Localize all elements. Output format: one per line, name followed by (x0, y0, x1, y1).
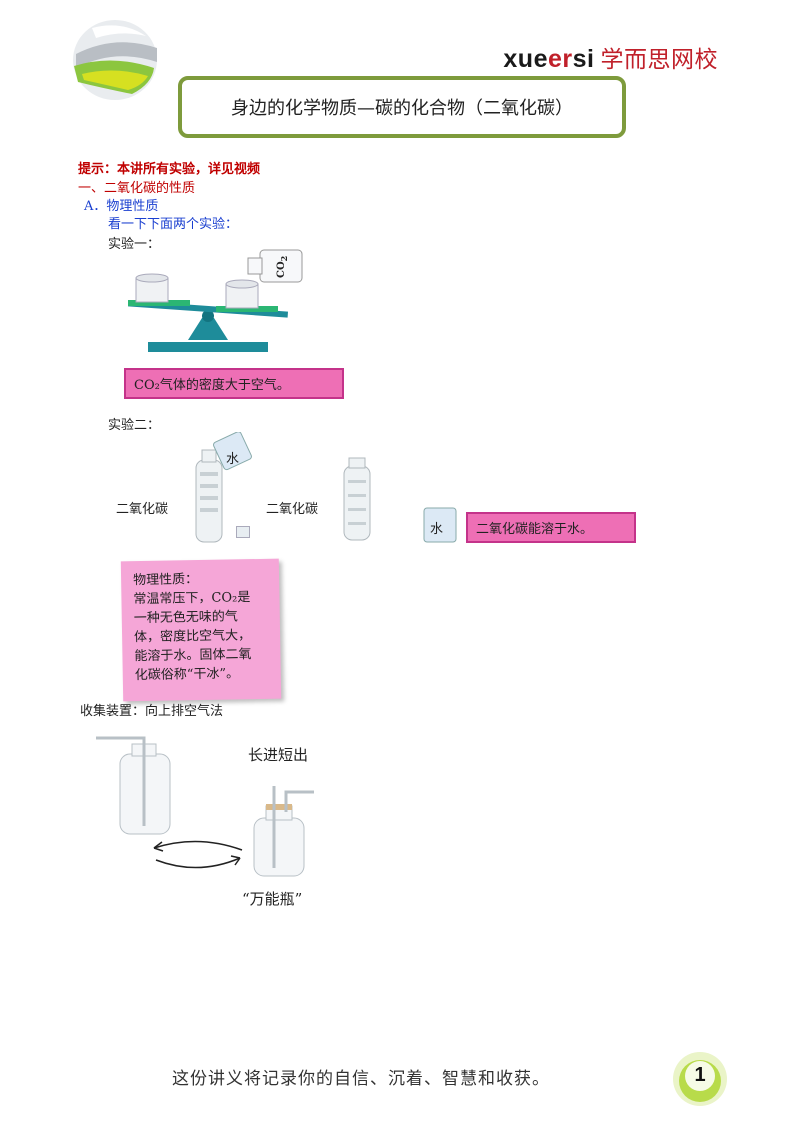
note-line: 化碳俗称“干冰”。 (134, 666, 240, 684)
note-line: 常温常压下，CO₂是 (133, 590, 251, 608)
water-beaker-illustration (423, 507, 457, 543)
physical-properties-note: 物理性质： 常温常压下，CO₂是 一种无色无味的气 体，密度比空气大， 能溶于水… (120, 558, 282, 702)
crushed-bottle-illustration (343, 457, 371, 541)
pouring-cup-label: 水 (226, 452, 240, 467)
gas-collection-bottle-illustration (96, 736, 171, 835)
brand-text-post: si (572, 45, 595, 73)
long-in-short-out-label: 长进短出 (248, 746, 309, 764)
balance-scale-illustration (127, 273, 289, 352)
note-line: 能溶于水。固体二氧 (134, 647, 252, 665)
section-heading-properties: 一、二氧化碳的性质 (78, 181, 196, 196)
collection-method-label: 收集装置：向上排空气法 (80, 704, 224, 719)
experiment-1-label: 实验一： (108, 237, 161, 252)
experiment-2-conclusion: 二氧化碳能溶于水。 (466, 512, 636, 543)
gas-label-right: 二氧化碳 (266, 502, 319, 517)
brand-text-pre: xue (503, 45, 548, 73)
co2-bottle-illustration (247, 249, 303, 283)
co2-bottle-label: CO2 (276, 255, 300, 278)
swap-arrows-icon (153, 840, 243, 869)
brand-text-accent: er (548, 45, 573, 73)
experiment-1-conclusion: CO₂气体的密度大于空气。 (124, 368, 344, 399)
co2-bottle-label-text: CO (276, 261, 287, 278)
note-line: 一种无色无味的气 (133, 609, 238, 627)
school-logo (73, 20, 157, 100)
universal-bottle-label: “万能瓶” (242, 890, 303, 908)
note-heading: 物理性质： (132, 572, 199, 589)
page-number: 1 (694, 1064, 706, 1086)
intro-text: 看一下下面两个实验： (108, 217, 239, 232)
brand-chinese-name: 学而思网校 (600, 46, 718, 72)
bottle-cap-piece (236, 526, 250, 538)
subsection-heading-physical: A．物理性质 (84, 199, 159, 214)
page-number-badge (673, 1052, 727, 1106)
water-beaker-label: 水 (430, 522, 444, 537)
bottle-pouring-water-illustration (195, 432, 252, 543)
gas-label-left: 二氧化碳 (116, 502, 169, 517)
experiment-2-label: 实验二： (108, 418, 161, 433)
tip-text: 提示：本讲所有实验，详见视频 (78, 162, 261, 177)
universal-bottle-illustration (253, 786, 314, 877)
lecture-title-text: 身边的化学物质—碳的化合物（二氧化碳） (231, 98, 573, 119)
lecture-title: 身边的化学物质—碳的化合物（二氧化碳） (178, 76, 626, 138)
footer-slogan: 这份讲义将记录你的自信、沉着、智慧和收获。 (172, 1069, 550, 1089)
note-line: 体，密度比空气大， (133, 628, 252, 646)
co2-bottle-label-subscript: 2 (279, 255, 289, 262)
